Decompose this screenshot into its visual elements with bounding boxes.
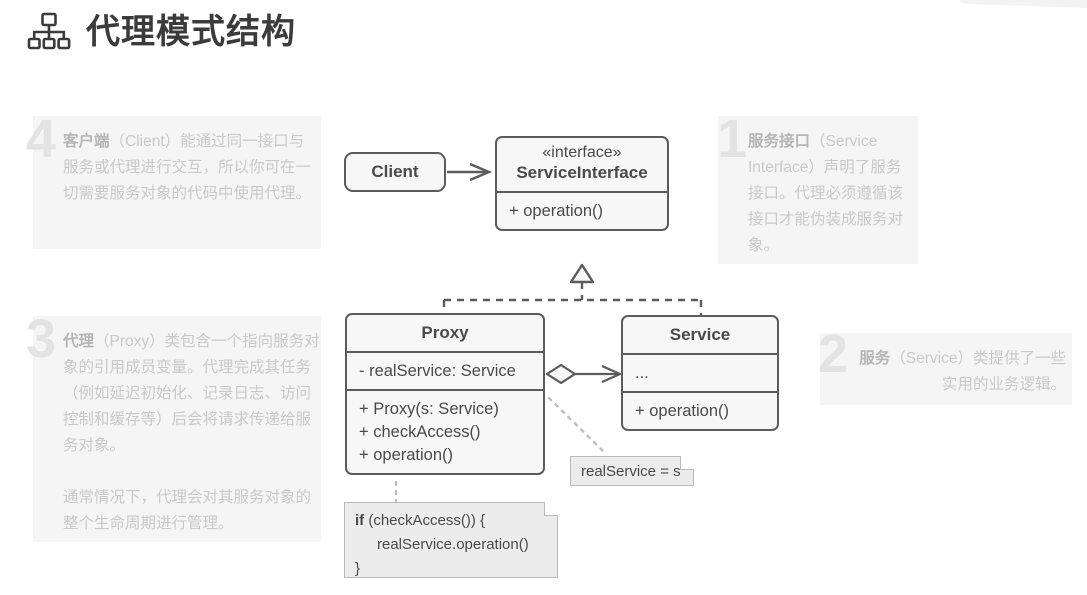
- interface-method-0: + operation(): [497, 191, 667, 229]
- proxy-method-1: + checkAccess(): [359, 423, 481, 441]
- annotation-term-4: 客户端: [63, 133, 110, 150]
- code-line-3: }: [355, 560, 361, 577]
- annotation-term-1: 服务接口: [748, 133, 811, 150]
- service-method-0: + operation(): [623, 391, 777, 429]
- note-assignment: realService = s: [570, 456, 694, 486]
- annotation-term-2: 服务: [859, 350, 891, 367]
- annotation-card-3: 3 代理（Proxy）类包含一个指向服务对象的引用成员变量。代理完成其任务（例如…: [26, 312, 321, 542]
- note-fold-corner-icon: [680, 456, 694, 470]
- sitemap-icon: [26, 10, 72, 54]
- top-corner-accent: [959, 0, 1087, 8]
- page-title: 代理模式结构: [86, 13, 296, 51]
- proxy-attribute-0: - realService: Service: [347, 351, 543, 389]
- uml-class-service-interface[interactable]: «interface» ServiceInterface + operation…: [495, 136, 669, 231]
- code-keyword-if: if: [355, 512, 365, 529]
- interface-stereotype: «interface»: [542, 144, 622, 161]
- annotation-text-3b: 通常情况下，代理会对其服务对象的整个生命周期进行管理。: [63, 489, 312, 532]
- proxy-method-0: + Proxy(s: Service): [359, 400, 499, 418]
- uml-class-proxy[interactable]: Proxy - realService: Service + Proxy(s: …: [345, 313, 545, 475]
- annotation-card-1: 1 服务接口（Service Interface）声明了服务接口。代理必须遵循该…: [717, 112, 918, 264]
- proxy-methods: + Proxy(s: Service) + checkAccess() + op…: [347, 389, 543, 473]
- annotation-body-4: 客户端（Client）能通过同一接口与服务或代理进行交互，所以你可在一切需要服务…: [33, 116, 321, 207]
- uml-class-service[interactable]: Service ... + operation(): [621, 315, 779, 431]
- page-header: 代理模式结构: [26, 10, 296, 54]
- service-class-name: Service: [669, 325, 731, 344]
- note-code-text: if (checkAccess()) { realService.operati…: [345, 503, 557, 587]
- note-code: if (checkAccess()) { realService.operati…: [344, 502, 558, 578]
- annotation-body-2: 服务（Service）类提供了一些实用的业务逻辑。: [820, 333, 1072, 398]
- annotation-text-3: （Proxy）类包含一个指向服务对象的引用成员变量。代理完成其任务（例如延迟初始…: [63, 333, 320, 454]
- interface-header: «interface» ServiceInterface: [497, 138, 667, 191]
- code-line-2: realService.operation(): [377, 536, 529, 553]
- annotation-text-4: （Client）能通过同一接口与服务或代理进行交互，所以你可在一切需要服务对象的…: [63, 133, 312, 202]
- annotation-number-1: 1: [717, 109, 748, 169]
- service-attribute-0: ...: [623, 353, 777, 391]
- interface-class-name: ServiceInterface: [516, 163, 648, 182]
- proxy-method-2: + operation(): [359, 446, 454, 464]
- annotation-term-3: 代理: [63, 333, 95, 350]
- annotation-body-3: 代理（Proxy）类包含一个指向服务对象的引用成员变量。代理完成其任务（例如延迟…: [33, 316, 321, 537]
- note-fold-corner-icon-2: [544, 502, 558, 516]
- annotation-body-1: 服务接口（Service Interface）声明了服务接口。代理必须遵循该接口…: [718, 116, 918, 259]
- annotation-text-2: （Service）类提供了一些实用的业务逻辑。: [890, 350, 1066, 393]
- annotation-number-4: 4: [26, 109, 57, 169]
- client-class-name: Client: [371, 162, 419, 181]
- annotation-number-2: 2: [818, 324, 849, 384]
- annotation-text-1: （Service Interface）声明了服务接口。代理必须遵循该接口才能伪装…: [748, 133, 904, 254]
- annotation-number-3: 3: [26, 309, 57, 369]
- note-assignment-text: realService = s: [581, 463, 681, 480]
- code-line-1: (checkAccess()) {: [364, 512, 486, 529]
- annotation-card-2: 2 服务（Service）类提供了一些实用的业务逻辑。: [818, 327, 1072, 405]
- uml-class-client[interactable]: Client: [344, 152, 446, 192]
- proxy-class-name: Proxy: [421, 323, 469, 342]
- annotation-card-4: 4 客户端（Client）能通过同一接口与服务或代理进行交互，所以你可在一切需要…: [26, 112, 321, 249]
